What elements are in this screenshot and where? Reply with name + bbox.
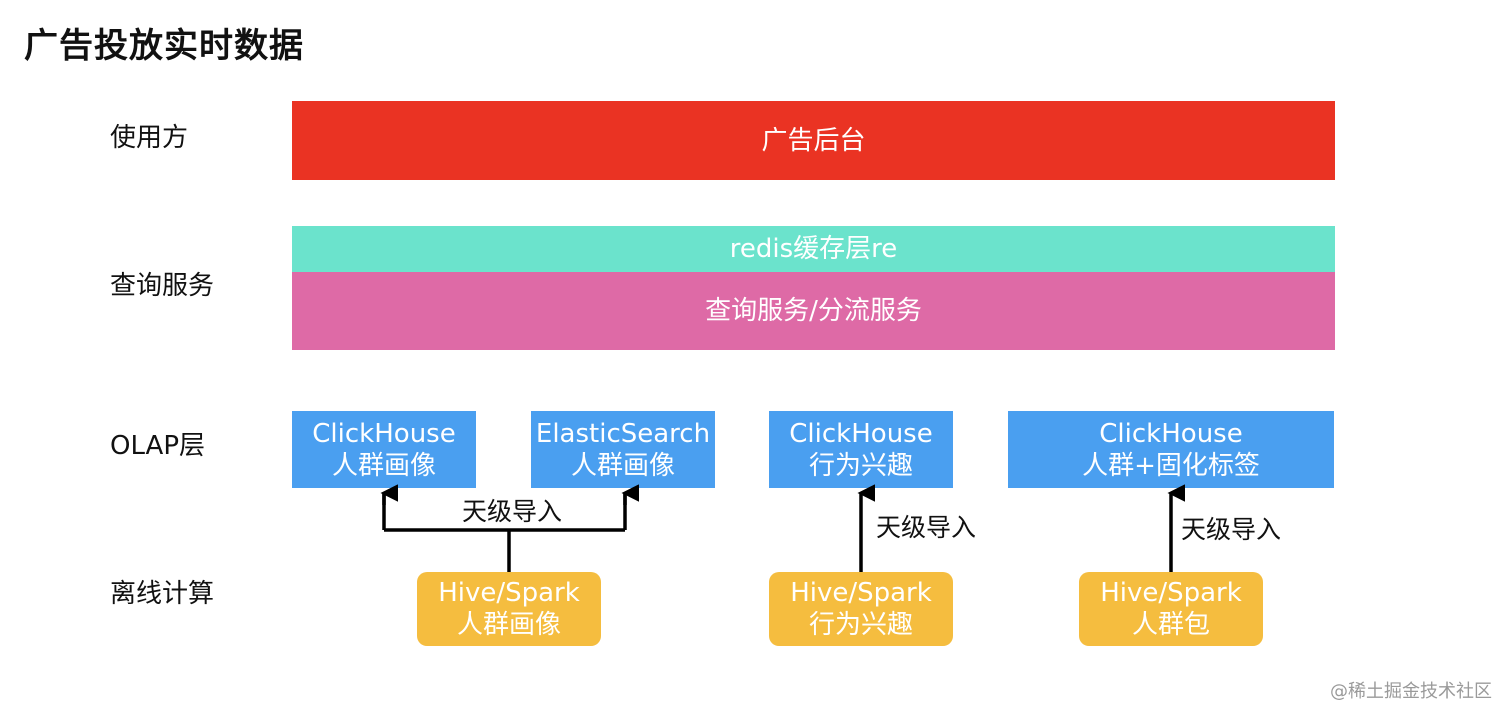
olap-2-line2: 人群画像 <box>570 450 675 481</box>
olap-1-line2: 人群画像 <box>331 450 436 481</box>
olap-3-line2: 行为兴趣 <box>808 450 913 481</box>
arrow-label-package: 天级导入 <box>1181 515 1282 544</box>
arrow-label-crowd: 天级导入 <box>462 497 563 526</box>
query-service-label: 查询服务/分流服务 <box>705 296 922 326</box>
watermark: @稀土掘金技术社区 <box>1330 681 1492 702</box>
offline-3-line2: 人群包 <box>1131 610 1210 640</box>
ad-backend-label: 广告后台 <box>761 125 866 156</box>
offline-1-line1: Hive/Spark <box>438 578 580 608</box>
olap-4-line1: ClickHouse <box>1099 418 1243 449</box>
row-label-olap: OLAP层 <box>110 431 206 461</box>
row-label-offline: 离线计算 <box>110 579 215 609</box>
branch-arrow-connector <box>382 494 627 572</box>
offline-hive-package-box: Hive/Spark 人群包 <box>1079 572 1263 646</box>
page-title: 广告投放实时数据 <box>24 26 304 66</box>
query-service-box: 查询服务/分流服务 <box>292 272 1335 350</box>
offline-hive-crowd-box: Hive/Spark 人群画像 <box>417 572 601 646</box>
olap-2-line1: ElasticSearch <box>535 418 711 449</box>
row-label-users: 使用方 <box>110 123 189 153</box>
redis-cache-label: redis缓存层re <box>729 234 898 264</box>
olap-4-line2: 人群+固化标签 <box>1082 450 1260 481</box>
offline-hive-behavior-box: Hive/Spark 行为兴趣 <box>769 572 953 646</box>
offline-2-line1: Hive/Spark <box>790 578 932 608</box>
olap-1-line1: ClickHouse <box>312 418 456 449</box>
offline-2-line2: 行为兴趣 <box>808 610 913 640</box>
ad-backend-box: 广告后台 <box>292 101 1335 180</box>
offline-3-line1: Hive/Spark <box>1100 578 1242 608</box>
olap-3-line1: ClickHouse <box>789 418 933 449</box>
arrow-label-behavior: 天级导入 <box>876 513 977 542</box>
olap-clickhouse-tags-box: ClickHouse 人群+固化标签 <box>1008 411 1334 488</box>
row-label-query: 查询服务 <box>110 271 215 301</box>
offline-1-line2: 人群画像 <box>456 610 561 640</box>
olap-elasticsearch-crowd-box: ElasticSearch 人群画像 <box>531 411 715 488</box>
redis-cache-box: redis缓存层re <box>292 226 1335 272</box>
olap-clickhouse-crowd-box: ClickHouse 人群画像 <box>292 411 476 488</box>
olap-clickhouse-behavior-box: ClickHouse 行为兴趣 <box>769 411 953 488</box>
